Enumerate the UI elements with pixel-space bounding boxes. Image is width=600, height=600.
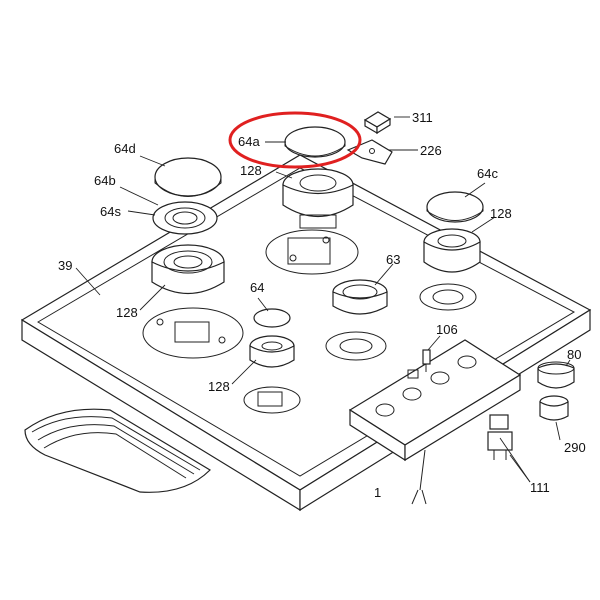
switch-111 [487,414,513,460]
burner-front-small [249,335,295,368]
label-128-top: 128 [240,163,262,178]
burner-right [423,228,481,273]
burner-left-large [151,244,225,294]
label-128-left: 128 [116,305,138,320]
seal-gasket-strip [24,408,211,493]
burner-ring-64s [152,201,218,235]
label-64: 64 [250,280,264,295]
burner-base-right [419,283,477,311]
burner-base-63 [325,331,387,361]
burner-cap-64d [154,157,222,197]
spark-plug-106 [422,349,431,372]
thermocouple [411,449,427,505]
burner-cap-64 [253,308,291,328]
label-64a: 64a [238,134,260,149]
label-128-right: 128 [490,206,512,221]
label-39: 39 [58,258,72,273]
label-64c: 64c [477,166,498,181]
burner-cap-64a [284,126,346,158]
label-290: 290 [564,440,586,455]
label-111: 111 [530,480,550,495]
control-knob-80 [537,361,575,389]
burner-base-front [243,386,301,414]
burner-top-center [282,168,354,229]
label-106: 106 [436,322,458,337]
control-panel [348,339,522,462]
burner-63 [332,279,388,315]
label-63: 63 [386,252,400,267]
burner-base-left [142,307,244,359]
burner-cap-64c [426,191,484,223]
label-226: 226 [420,143,442,158]
label-partial-bottom: 1 [374,485,381,500]
label-64b: 64b [94,173,116,188]
label-64d: 64d [114,141,136,156]
leader-lines [75,116,571,483]
label-80: 80 [567,347,581,362]
highlight-ring [228,111,362,169]
burner-base-top-center [265,229,359,275]
knob-ring-290 [539,395,569,421]
label-64s: 64s [100,204,121,219]
label-311: 311 [412,110,433,125]
part-311-block [363,111,392,135]
label-128-front: 128 [208,379,230,394]
